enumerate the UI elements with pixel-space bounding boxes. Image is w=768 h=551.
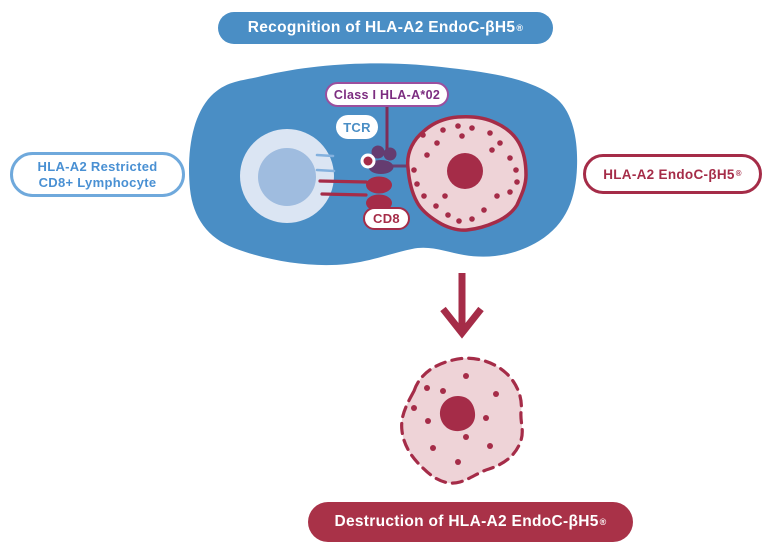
granule-dots — [411, 373, 499, 465]
down-arrow — [440, 273, 484, 339]
tcr-label: TCR — [336, 115, 378, 139]
cd8-connector-line — [320, 192, 368, 197]
membrane-tick — [315, 153, 335, 158]
tcr-label-text: TCR — [343, 119, 371, 135]
destruction-banner: Destruction of HLA-A2 EndoC-βH5® — [308, 502, 633, 542]
beta-cell-label-text: HLA-A2 EndoC-βH5 — [603, 166, 735, 182]
destroyed-cell-nucleus — [439, 396, 476, 432]
mhc-class1-label: Class I HLA-A*02 — [325, 82, 449, 107]
peptide-antigen — [360, 153, 376, 169]
beta-cell-label: HLA-A2 EndoC-βH5® — [583, 154, 762, 194]
mhc-class1-label-text: Class I HLA-A*02 — [333, 87, 441, 102]
insulin-granule-dots — [411, 123, 520, 224]
membrane-tick — [315, 168, 336, 173]
destruction-banner-label: Destruction of HLA-A2 EndoC-βH5 — [334, 513, 599, 530]
beta-cell-nucleus — [447, 153, 483, 189]
destroyed-beta-cell — [400, 356, 524, 485]
recognition-banner: Recognition of HLA-A2 EndoC-βH5® — [218, 12, 553, 44]
cd8-connector-line — [318, 179, 368, 184]
lymphocyte-label-line1: HLA-A2 Restricted — [37, 158, 158, 174]
lymphocyte-label-line2: CD8+ Lymphocyte — [38, 174, 157, 190]
cd8-label-text: CD8 — [373, 211, 400, 226]
recognition-banner-label: Recognition of HLA-A2 EndoC-βH5 — [247, 19, 516, 36]
beta-cell — [405, 115, 528, 232]
lymphocyte-label: HLA-A2 Restricted CD8+ Lymphocyte — [10, 152, 185, 197]
cd8-label: CD8 — [363, 207, 410, 230]
lymphocyte-cell — [240, 129, 336, 223]
